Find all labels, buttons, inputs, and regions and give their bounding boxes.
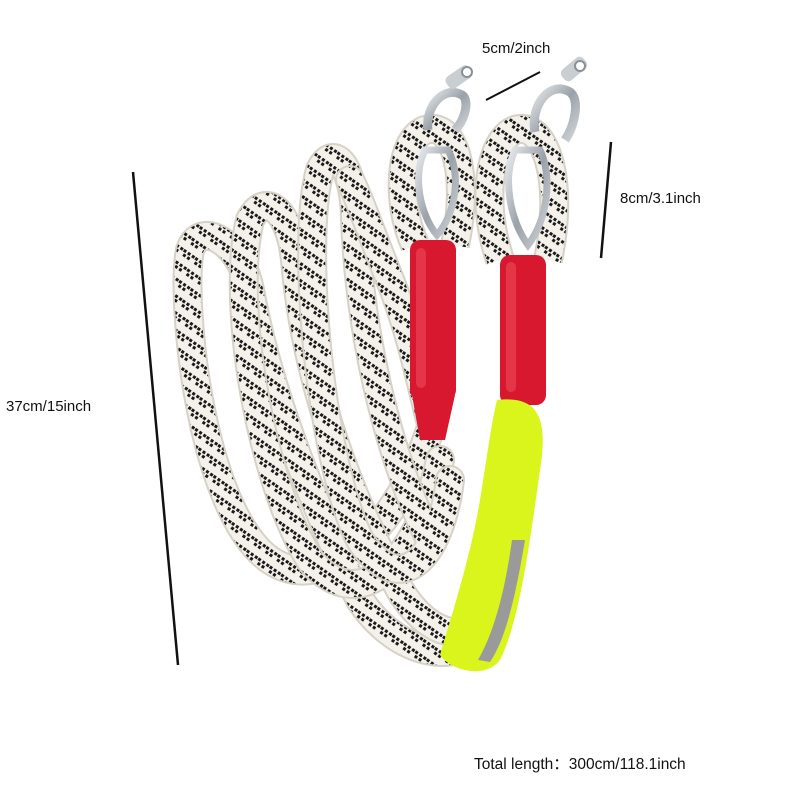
shackle-width-line — [485, 71, 541, 101]
eye-length-label: 8cm/3.1inch — [620, 190, 701, 207]
rope-coils — [172, 143, 495, 667]
total-length-label: Total length：300cm/118.1inch — [474, 756, 686, 773]
left-rope-end — [387, 114, 476, 440]
left-thimble — [415, 146, 459, 241]
shackle-width-label: 5cm/2inch — [482, 40, 551, 57]
reflective-strip — [478, 540, 525, 662]
height-line — [131, 171, 180, 666]
right-thimble — [505, 146, 551, 251]
right-shackle — [529, 56, 588, 143]
left-shackle — [423, 65, 473, 134]
eye-length-line — [599, 141, 613, 259]
rope-height-label: 37cm/15inch — [6, 398, 92, 415]
right-rope-end — [440, 114, 570, 672]
yellow-protector — [440, 399, 543, 672]
